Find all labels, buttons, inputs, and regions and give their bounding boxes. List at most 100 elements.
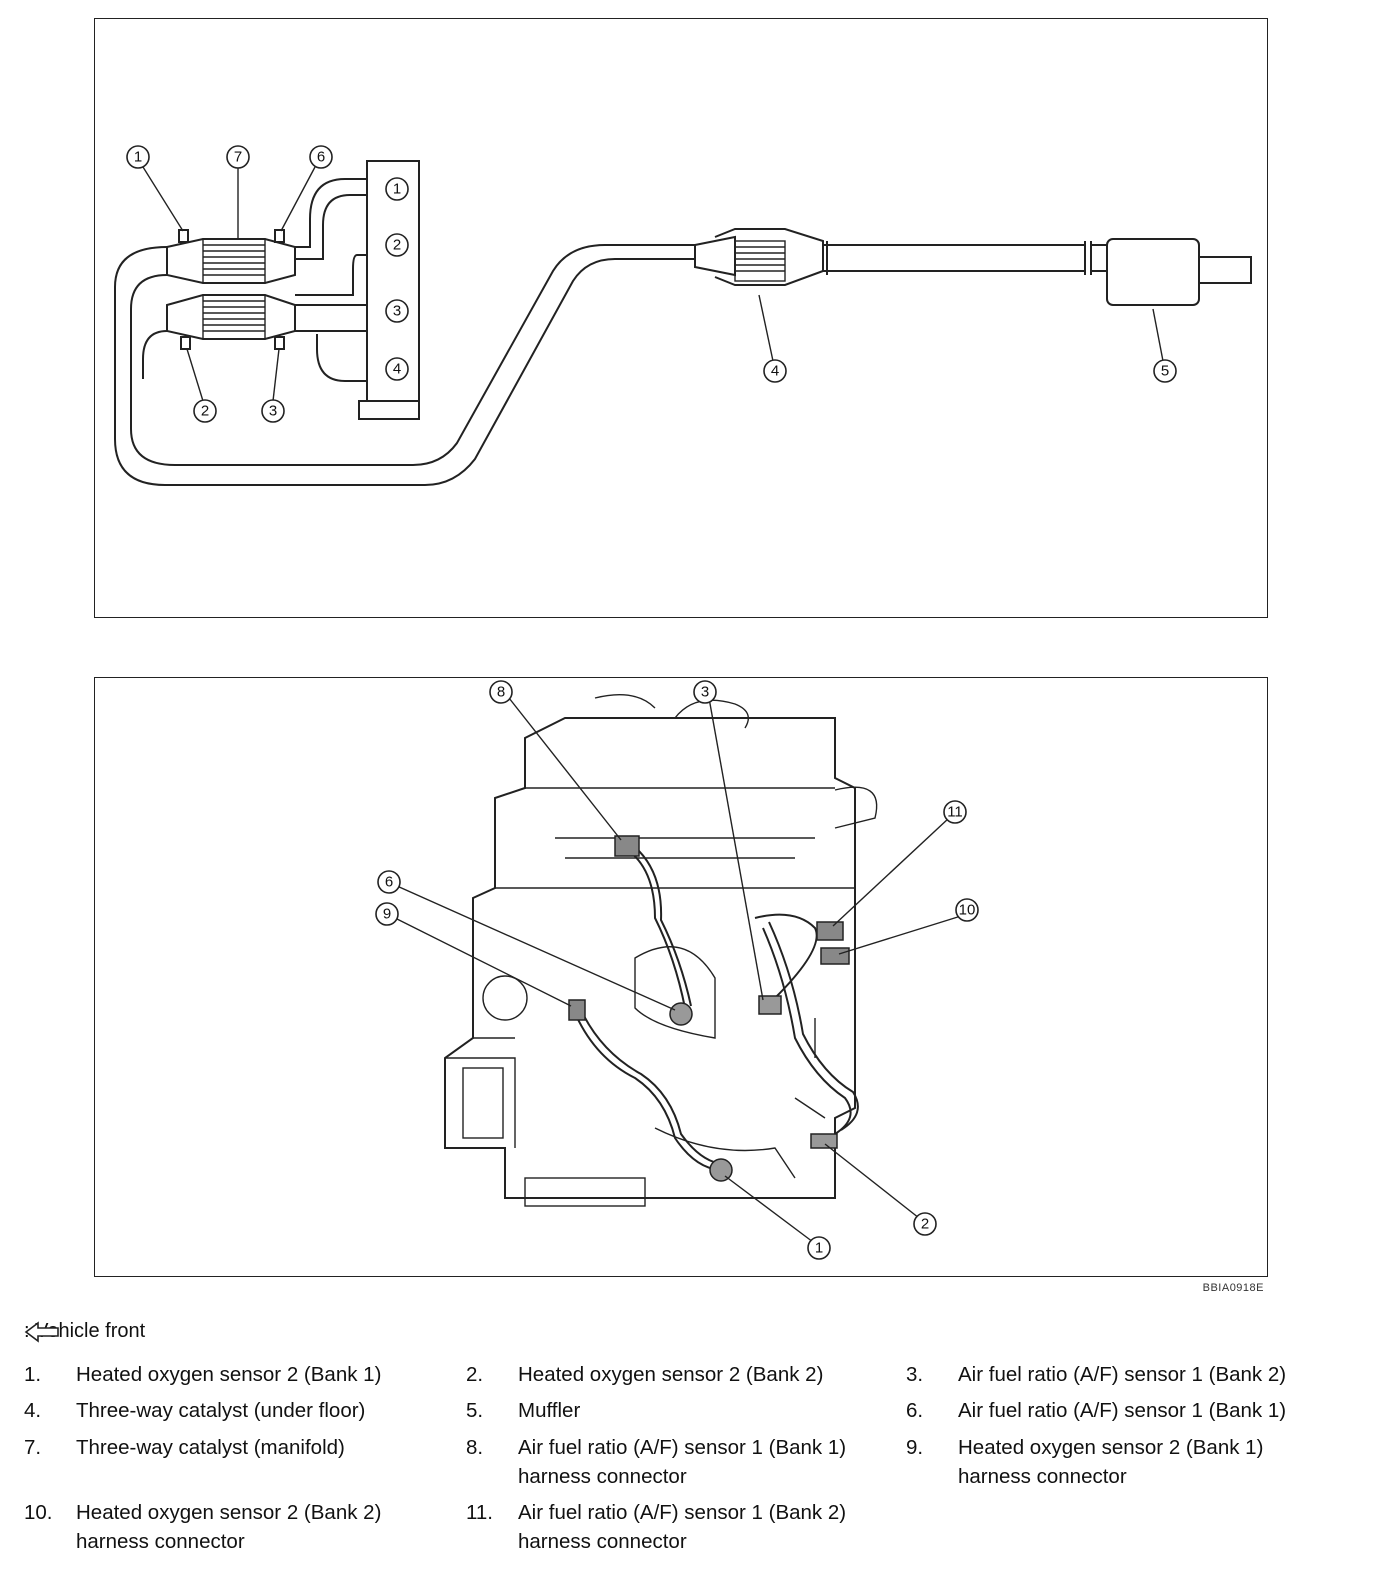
leader-2: [824, 1143, 920, 1219]
cylinder-labels: 1 2 3 4: [385, 177, 409, 381]
pipe-joints: [826, 241, 1092, 275]
harness-ho2-bank1-b: [580, 1009, 724, 1165]
harness-af-bank1: [624, 847, 686, 1009]
legend-item-5: 5. Muffler: [466, 1399, 581, 1422]
sensor-stub-3: [274, 336, 285, 350]
leader-11: [832, 817, 950, 927]
callout-2: [193, 399, 217, 423]
harness-ho2-bank2-b: [768, 921, 859, 1131]
front-pipe-outer: [114, 246, 695, 486]
callout-10: [955, 898, 979, 922]
leader-10: [838, 915, 962, 955]
manifold-flange: [358, 400, 420, 420]
legend-item-1: 1. Heated oxygen sensor 2 (Bank 1): [24, 1363, 382, 1386]
legend-item-10: 10. Heated oxygen sensor 2 (Bank 2) harn…: [24, 1501, 382, 1553]
callout-6: [309, 145, 333, 169]
callout-1: [126, 145, 150, 169]
svg-text:6: 6: [317, 149, 325, 166]
callout-11: [943, 800, 967, 824]
sensor-3: [758, 995, 782, 1015]
exhaust-system-diagram: 1 2 3 4: [94, 18, 1268, 618]
harness-ho2-bank1: [574, 1012, 721, 1171]
leader-5: [1152, 308, 1164, 362]
svg-text:6: 6: [385, 874, 393, 891]
harness-af-bank2: [754, 913, 818, 999]
callout-4: [763, 359, 787, 383]
callout-3: [261, 399, 285, 423]
underfloor-catalyst: [694, 228, 824, 286]
svg-text:3: 3: [701, 684, 709, 701]
svg-text:2: 2: [393, 237, 401, 254]
cylinder-4-label: [385, 357, 409, 381]
sensor-2: [810, 1133, 838, 1149]
left-arrow-icon: [24, 1321, 59, 1343]
callout-8: [489, 680, 513, 704]
svg-text:8: 8: [497, 684, 505, 701]
leader-4: [758, 294, 774, 362]
svg-text:2: 2: [921, 1216, 929, 1233]
callout-9: [375, 902, 399, 926]
cylinder-2-label: [385, 233, 409, 257]
cylinder-3-label: [385, 299, 409, 323]
callout-2: [913, 1212, 937, 1236]
sensor-stub-6: [274, 229, 285, 243]
leader-8: [508, 697, 622, 841]
engine-block: [444, 693, 878, 1207]
svg-text:4: 4: [393, 361, 401, 378]
leader-3: [708, 697, 764, 1001]
svg-text:1: 1: [393, 181, 401, 198]
vehicle-front-legend: : Vehicle front: [24, 1320, 145, 1343]
muffler: [1106, 238, 1200, 306]
sensor-stub-2: [180, 336, 191, 350]
exhaust-system-drawing: 1 2 3 4: [114, 145, 1252, 486]
runner-2: [295, 254, 367, 296]
runner-1: [295, 178, 367, 248]
svg-text:10: 10: [959, 902, 976, 919]
harness-ho2-bank2: [762, 927, 852, 1135]
front-pipe-lower: [142, 330, 168, 379]
harness-af-bank1-b: [629, 842, 692, 1007]
tail-pipe: [1199, 256, 1252, 284]
cylinder-1-label: [385, 177, 409, 201]
callout-3: [693, 680, 717, 704]
leader-2: [186, 348, 204, 402]
leader-9: [394, 917, 572, 1007]
legend-item-6: 6. Air fuel ratio (A/F) sensor 1 (Bank 1…: [906, 1399, 1287, 1422]
front-pipe-inner: [130, 244, 695, 466]
mid-pipe: [823, 244, 1085, 272]
callout-5: [1153, 359, 1177, 383]
legend-item-11: 11. Air fuel ratio (A/F) sensor 1 (Bank …: [466, 1501, 847, 1553]
svg-text:3: 3: [393, 303, 401, 320]
callout-6: [377, 870, 401, 894]
svg-text:2: 2: [201, 403, 209, 420]
svg-text:11: 11: [947, 804, 963, 821]
leader-6: [396, 885, 676, 1011]
leader-1: [142, 166, 184, 232]
engine-sensor-location-diagram: 8 3 11 10 6 9 2 1: [94, 677, 1268, 1277]
manifold-catalyst-upper: [166, 238, 296, 284]
callout-7: [226, 145, 250, 169]
connector-9: [568, 999, 586, 1021]
svg-text:5: 5: [1161, 363, 1169, 380]
figure-reference-code: BBIA0918E: [1202, 1282, 1264, 1294]
callout-1: [807, 1236, 831, 1260]
legend-item-9: 9. Heated oxygen sensor 2 (Bank 1) harne…: [906, 1436, 1264, 1488]
muffler-inlet: [1091, 244, 1107, 272]
sensor-stub-1: [178, 229, 189, 243]
leader-6: [280, 166, 316, 232]
leader-1: [724, 1175, 814, 1243]
legend-item-4: 4. Three-way catalyst (under floor): [24, 1399, 366, 1422]
connector-11: [816, 921, 844, 941]
runner-1-inner: [295, 194, 367, 260]
leader-3: [272, 348, 280, 402]
sensor-1: [709, 1158, 733, 1182]
svg-text:3: 3: [269, 403, 277, 420]
legend-item-7: 7. Three-way catalyst (manifold): [24, 1436, 345, 1459]
runner-4: [316, 334, 367, 382]
connector-10: [820, 947, 850, 965]
legend-item-2: 2. Heated oxygen sensor 2 (Bank 2): [466, 1363, 824, 1386]
connector-8: [614, 835, 640, 857]
manifold-catalyst-lower: [166, 294, 296, 340]
svg-text:9: 9: [383, 906, 391, 923]
svg-text:1: 1: [134, 149, 142, 166]
